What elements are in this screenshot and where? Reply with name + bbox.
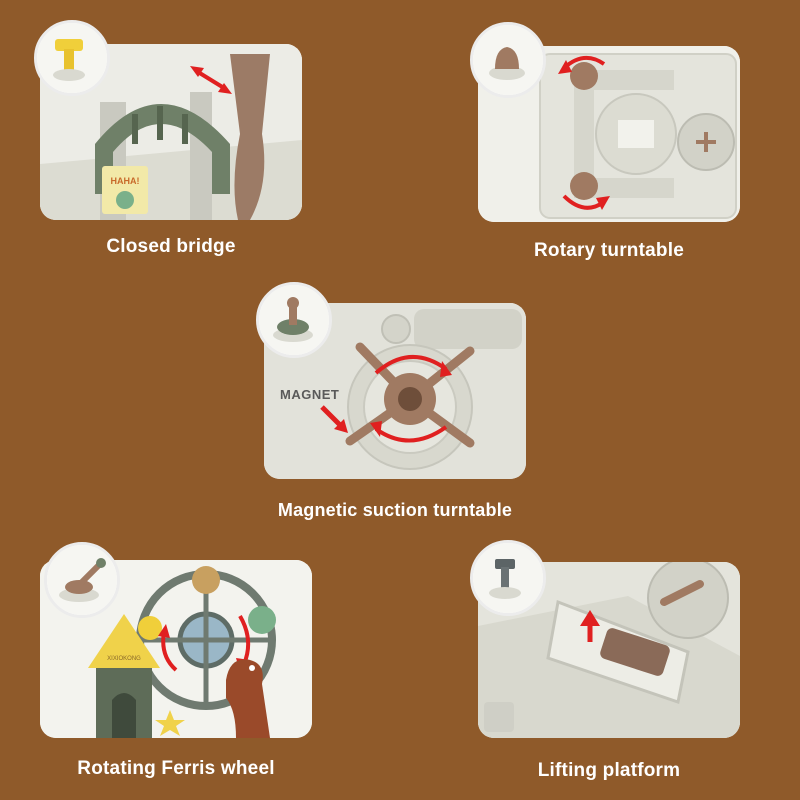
brown-crank-icon [44, 542, 120, 618]
svg-text:XIXIOKONG: XIXIOKONG [107, 656, 141, 662]
rotary-turntable-caption: Rotary turntable [534, 240, 684, 261]
magnetic-suction-turntable-photo [264, 303, 526, 479]
closed-bridge-caption: Closed bridge [106, 236, 236, 257]
rotating-ferris-wheel-caption: Rotating Ferris wheel [77, 758, 275, 779]
closed-bridge-photo: HAHA! [40, 44, 302, 220]
yellow-lever-icon [34, 20, 110, 96]
ferris-wheel-illustration: XIXIOKONG [40, 560, 312, 738]
brown-knob-icon [470, 22, 546, 98]
lifting-platform-caption: Lifting platform [537, 760, 681, 781]
green-knob-icon [256, 282, 332, 358]
magnetic-suction-turntable-caption: Magnetic suction turntable [277, 500, 513, 520]
svg-text:HAHA!: HAHA! [111, 176, 140, 186]
magnet-label: MAGNET [280, 387, 340, 402]
rotating-ferris-wheel-photo: XIXIOKONG [40, 560, 312, 738]
gray-lever-icon [470, 540, 546, 616]
